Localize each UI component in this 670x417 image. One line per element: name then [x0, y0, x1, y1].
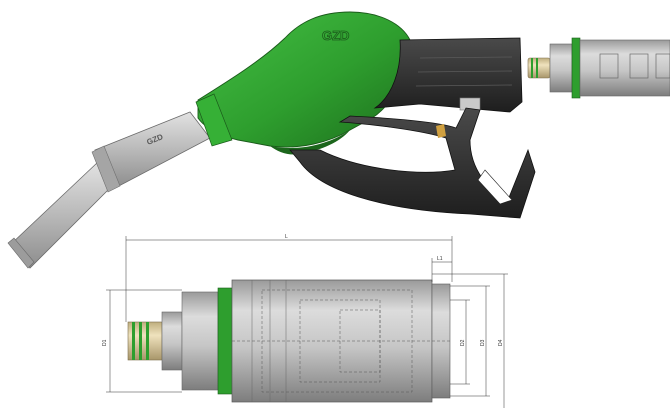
- dim-label-l1: L1: [437, 256, 443, 262]
- dimension-lines: [106, 236, 508, 408]
- nozzle-spout: GZD: [7, 111, 211, 269]
- nozzle-body-green: GZD: [195, 11, 411, 155]
- dim-label-d3: D3: [480, 339, 486, 346]
- nozzle-trigger: [289, 107, 536, 219]
- dim-label-d2: D2: [460, 339, 466, 346]
- coupling-technical-drawing: L L1 D1 D2 D3 D4: [102, 234, 508, 408]
- dim-label-d4: D4: [498, 339, 504, 346]
- dim-label-d1: D1: [102, 339, 108, 346]
- fuel-nozzle: GZD GZD: [7, 11, 536, 269]
- nozzle-handle: [373, 37, 523, 113]
- dim-label-l: L: [285, 234, 288, 240]
- coupling-side-view: [527, 37, 670, 99]
- brand-logo: GZD: [322, 28, 349, 43]
